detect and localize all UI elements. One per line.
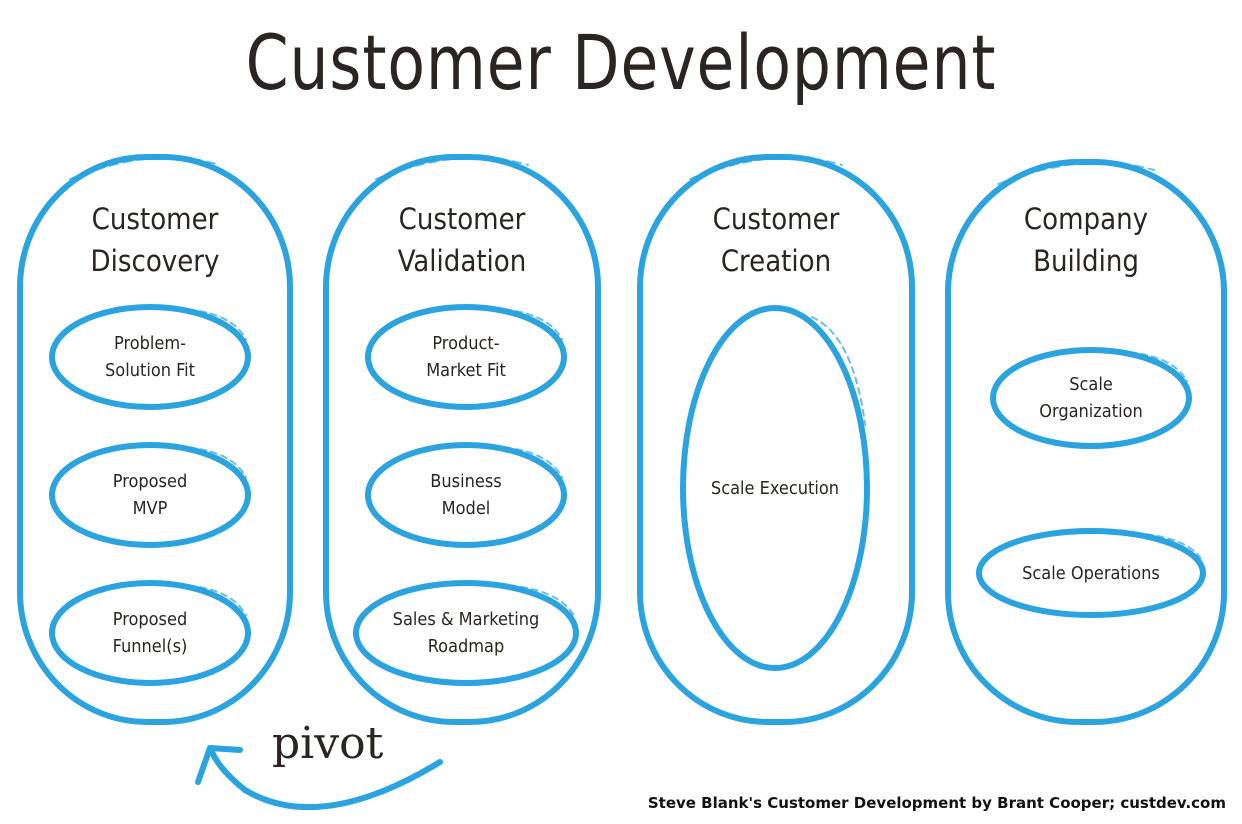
step-label-line: MVP xyxy=(132,498,168,519)
credit-line: Steve Blank's Customer Development by Br… xyxy=(647,794,1226,812)
phase-label-line: Customer xyxy=(398,202,526,236)
step-sketch-mark-0-2 xyxy=(188,584,248,617)
step-label-line: Solution Fit xyxy=(105,360,195,381)
step-label-line: Organization xyxy=(1039,401,1143,422)
step-label-line: Business xyxy=(430,471,502,492)
phase-label-line: Customer xyxy=(91,202,219,236)
step-label-2-0: Scale Execution xyxy=(655,475,895,502)
step-ellipse-0-0 xyxy=(49,304,251,410)
phase-capsule-0 xyxy=(17,154,293,725)
phase-label-line: Customer xyxy=(712,202,840,236)
pivot-arrow-curve xyxy=(209,749,443,811)
phase-label-line: Discovery xyxy=(90,244,220,278)
step-label-line: Scale Operations xyxy=(1022,562,1160,584)
step-label-0-0: Problem- Solution Fit xyxy=(30,330,270,384)
step-sketch-mark-3-1 xyxy=(1134,532,1202,560)
step-sketch-mark-1-0 xyxy=(504,308,564,341)
step-sketch-mark-1-1 xyxy=(504,446,564,479)
phase-capsule-1 xyxy=(323,154,601,725)
phase-label-line: Creation xyxy=(720,244,832,278)
step-ellipse-3-0 xyxy=(990,347,1192,449)
phase-label-line: Validation xyxy=(397,244,527,278)
step-ellipse-0-2 xyxy=(49,580,251,686)
step-label-line: Problem- xyxy=(114,333,186,354)
step-sketch-mark-3-0 xyxy=(1129,351,1189,383)
pivot-arrow-head xyxy=(195,745,243,785)
step-ellipse-1-1 xyxy=(365,442,567,548)
pivot-label: pivot xyxy=(272,718,384,769)
step-ellipse-1-2 xyxy=(353,580,579,686)
step-label-line: Funnel(s) xyxy=(112,636,188,657)
step-sketch-mark-1-2 xyxy=(509,584,575,617)
phase-label-line: Company xyxy=(1023,202,1149,236)
step-label-line: Product- xyxy=(432,333,500,354)
phase-sketch-mark-1 xyxy=(375,156,529,180)
step-label-line: Scale Execution xyxy=(710,477,840,499)
step-sketch-mark-2-0 xyxy=(810,316,867,426)
step-label-line: Model xyxy=(441,498,491,519)
step-sketch-mark-0-1 xyxy=(188,446,248,479)
step-label-line: Scale xyxy=(1069,374,1113,395)
phase-sketch-mark-2 xyxy=(689,156,843,180)
diagram-title: Customer Development xyxy=(245,18,997,107)
step-label-line: Market Fit xyxy=(426,360,506,381)
step-label-line: Proposed xyxy=(112,471,188,492)
phase-capsule-2 xyxy=(637,154,915,725)
step-ellipse-0-1 xyxy=(49,442,251,548)
step-label-1-0: Product- Market Fit xyxy=(346,330,586,384)
phase-sketch-mark-3 xyxy=(997,161,1155,185)
step-ellipse-1-0 xyxy=(365,304,567,410)
phase-label-line: Building xyxy=(1033,244,1139,278)
step-ellipse-3-1 xyxy=(976,528,1206,618)
step-label-3-1: Scale Operations xyxy=(971,560,1211,587)
step-sketch-mark-0-0 xyxy=(188,308,248,341)
step-ellipse-2-0 xyxy=(680,305,870,671)
step-label-line: Proposed xyxy=(112,609,188,630)
step-label-line: Sales & Marketing xyxy=(392,609,540,630)
step-label-line: Roadmap xyxy=(427,636,505,657)
phase-sketch-mark-0 xyxy=(69,156,221,180)
phase-capsule-3 xyxy=(945,159,1227,725)
